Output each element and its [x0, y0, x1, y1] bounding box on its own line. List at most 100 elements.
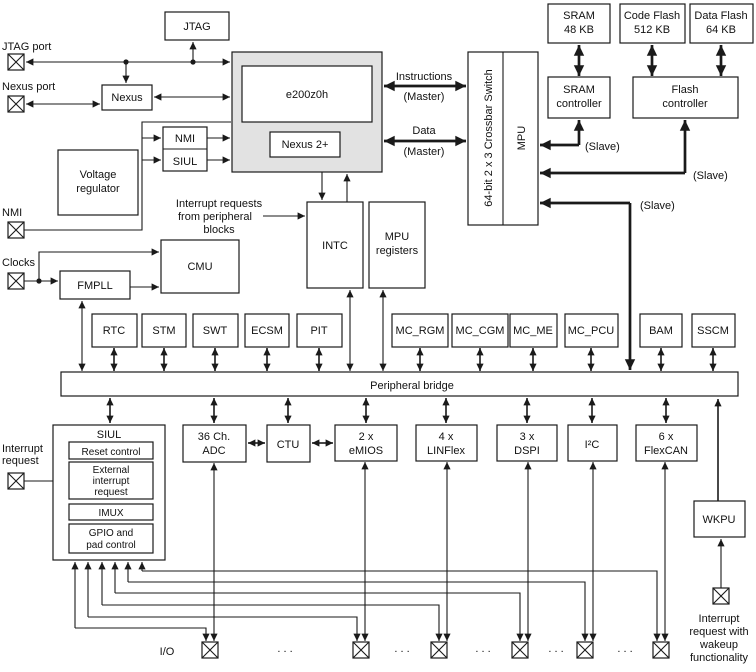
- wakeup-note-1: Interrupt: [699, 613, 740, 625]
- instructions-master-label: (Master): [404, 91, 445, 103]
- peripheral-bridge: Peripheral bridge: [60, 371, 739, 397]
- irq-note-1: Interrupt requests: [176, 198, 263, 210]
- flash-controller-label-2: controller: [662, 98, 708, 110]
- external-interrupt-request-box: [68, 461, 154, 500]
- wakeup-pad-icon: [712, 587, 730, 605]
- ellipsis: . . .: [548, 643, 563, 655]
- ctu-box: [266, 424, 311, 463]
- swt-box: [192, 313, 239, 348]
- emios-label-2: eMIOS: [349, 445, 383, 457]
- imux-label: IMUX: [99, 508, 124, 519]
- stm-box: [141, 313, 187, 348]
- data-flash-label-1: Data Flash: [694, 10, 747, 22]
- debug-connectors: [26, 42, 230, 108]
- dspi-label-2: DSPI: [514, 445, 540, 457]
- ctu-label: CTU: [277, 439, 300, 451]
- io-pad-icon: [576, 641, 594, 659]
- nmi-pad-label: NMI: [2, 207, 22, 219]
- nmi-clock-connectors: [24, 121, 231, 371]
- data-master-label: (Master): [404, 146, 445, 158]
- bus-lines: [384, 45, 727, 370]
- interrupt-area: Interrupt requests from peripheral block…: [176, 198, 426, 289]
- mc-pcu-label: MC_PCU: [568, 325, 615, 337]
- linflex-label-2: LINFlex: [427, 445, 465, 457]
- nexus2-box: [269, 131, 341, 158]
- emios-box: [334, 424, 398, 462]
- linflex-label-1: 4 x: [439, 431, 454, 443]
- ecsm-label: ECSM: [251, 325, 283, 337]
- mc-rgm-label: MC_RGM: [396, 325, 445, 337]
- ext-irq-label-3: request: [94, 487, 128, 498]
- code-flash-label-2: 512 KB: [634, 24, 670, 36]
- interrupt-request-label-2: request: [2, 455, 39, 467]
- slave3-label: (Slave): [640, 200, 675, 212]
- mc-cgm-label: MC_CGM: [456, 325, 505, 337]
- mc-cgm-box: [451, 313, 509, 348]
- mc-rgm-box: [391, 313, 449, 348]
- bridge-connectors: [106, 348, 722, 501]
- linflex-box: [415, 424, 478, 462]
- jtag-port-label: JTAG port: [2, 41, 51, 53]
- nmi-pad-route: [24, 121, 231, 231]
- io-routing: [24, 462, 725, 641]
- ecsm-box: [244, 313, 290, 348]
- rtc-box: [91, 313, 138, 348]
- intc-box: [306, 201, 364, 289]
- io-pad-icon: [511, 641, 529, 659]
- wakeup-note-3: wakeup: [699, 639, 738, 651]
- data-label: Data: [412, 125, 436, 137]
- instructions-label: Instructions: [396, 71, 453, 83]
- sram-controller-box: [547, 76, 611, 119]
- peripherals-row: 36 Ch. ADC CTU 2 x eMIOS 4 x LINFlex 3 x…: [182, 424, 746, 538]
- nmi-pad-icon: [7, 221, 25, 239]
- pit-box: [296, 313, 343, 348]
- swt-label: SWT: [203, 325, 228, 337]
- io-pad-icon: [652, 641, 670, 659]
- flexcan-label-1: 6 x: [659, 431, 674, 443]
- ext-irq-label-1: External: [93, 465, 130, 476]
- bam-label: BAM: [649, 325, 673, 337]
- flash-controller-label-1: Flash: [672, 84, 699, 96]
- mpu-registers-label-1: MPU: [385, 231, 410, 243]
- intc-connectors: [263, 172, 387, 371]
- io-pad-icon: [430, 641, 448, 659]
- siul-title: SIUL: [97, 429, 121, 441]
- siul-label: SIUL: [173, 156, 197, 168]
- mpu-registers-label-2: registers: [376, 245, 419, 257]
- crossbar-block: 64-bit 2 x 3 Crossbar Switch MPU Instruc…: [396, 51, 728, 226]
- adc-box: [182, 424, 247, 463]
- gpio-label-1: GPIO and: [89, 528, 133, 539]
- core-block: e200z0h Nexus 2+: [231, 51, 383, 173]
- pit-label: PIT: [310, 325, 327, 337]
- ellipsis: . . .: [277, 643, 292, 655]
- mc-pcu-box: [564, 313, 619, 348]
- irq-note-2: from peripheral: [178, 211, 252, 223]
- cmu-label: CMU: [187, 261, 212, 273]
- i2c-label: I²C: [585, 439, 600, 451]
- junction-dot: [123, 59, 129, 65]
- interrupt-request-label-1: Interrupt: [2, 443, 43, 455]
- slave2-label: (Slave): [693, 170, 728, 182]
- ellipsis: . . .: [394, 643, 409, 655]
- clocks-label: Clocks: [2, 257, 36, 269]
- fmpll-box: [59, 270, 131, 300]
- reset-control-box: [68, 441, 154, 460]
- wakeup-note-2: request with: [689, 626, 748, 638]
- nexus-box: [101, 84, 153, 111]
- ellipsis: . . .: [617, 643, 632, 655]
- cpu-box: [241, 65, 373, 123]
- module-row-timers: RTC STM SWT ECSM PIT: [91, 313, 343, 348]
- io-pad-icon: [352, 641, 370, 659]
- io-pad-icon: [201, 641, 219, 659]
- junction-dot: [36, 278, 42, 284]
- ext-irq-label-2: interrupt: [93, 476, 130, 487]
- peripheral-bridge-label: Peripheral bridge: [370, 380, 454, 392]
- debug-blocks: JTAG Nexus NMI SIUL: [101, 11, 230, 172]
- code-flash-box: [619, 3, 686, 44]
- wkpu-box: [693, 500, 746, 538]
- jtag-label: JTAG: [183, 21, 210, 33]
- irq-note-3: blocks: [203, 224, 235, 236]
- slave1-label: (Slave): [585, 141, 620, 153]
- nexus-port-label: Nexus port: [2, 81, 55, 93]
- data-flash-box: [689, 3, 754, 44]
